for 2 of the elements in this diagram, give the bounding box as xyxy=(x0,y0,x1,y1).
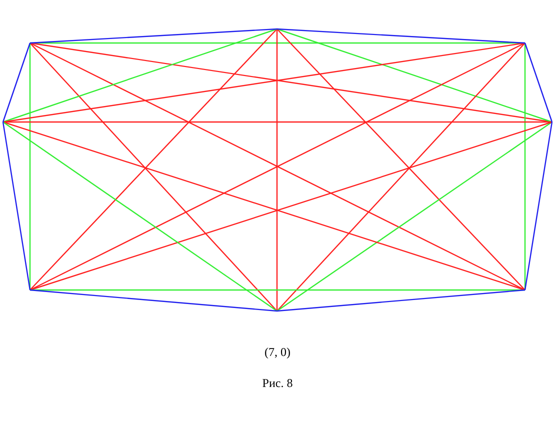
figure-caption: Рис. 8 xyxy=(262,376,293,391)
figure-label: (7, 0) xyxy=(264,345,290,360)
